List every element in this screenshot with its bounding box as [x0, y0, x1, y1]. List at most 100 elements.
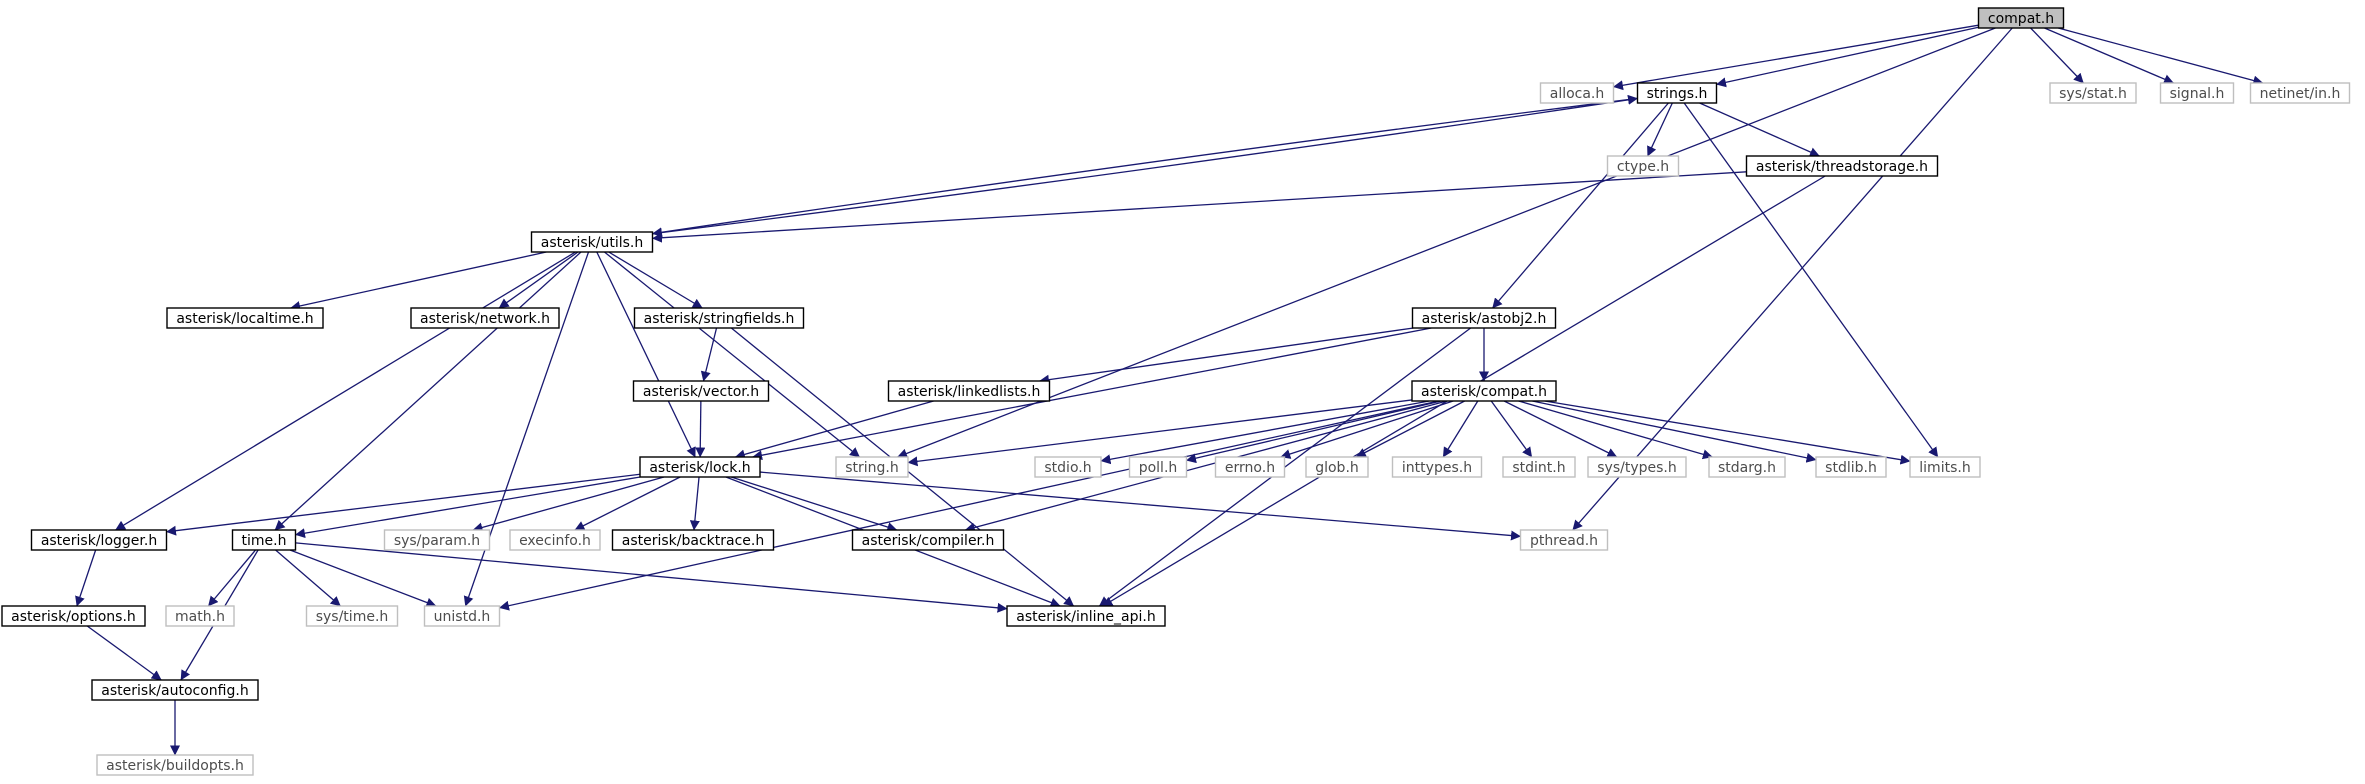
node-box [632, 380, 770, 402]
node-box [96, 754, 254, 776]
edge-utils-to-string [604, 251, 860, 458]
node-label: signal.h [2170, 86, 2225, 102]
edge-strings-to-threadstorage [1699, 102, 1820, 157]
node-lock[interactable]: asterisk/lock.h [639, 456, 761, 478]
node-label: sys/time.h [316, 609, 389, 625]
node-label: time.h [242, 533, 287, 549]
node-label: sys/types.h [1597, 460, 1676, 476]
node-compat-ast[interactable]: asterisk/compat.h [1411, 380, 1557, 402]
edge [1355, 400, 1465, 458]
node-label: sys/stat.h [2059, 86, 2127, 102]
node-label: limits.h [1919, 460, 1970, 476]
edge-compat_ast-to-inttypes [1442, 400, 1479, 458]
node-label: asterisk/compat.h [1421, 384, 1547, 400]
node-label: alloca.h [1550, 86, 1605, 102]
edge [652, 171, 1747, 243]
node-astobj2[interactable]: asterisk/astobj2.h [1411, 307, 1557, 329]
edge-lock-to-execinfo [574, 476, 681, 531]
node-label: asterisk/inline_api.h [1016, 609, 1155, 625]
node-inline-api[interactable]: asterisk/inline_api.h [1006, 605, 1166, 627]
node-box [1587, 456, 1687, 478]
node-utils[interactable]: asterisk/utils.h [530, 231, 654, 253]
node-label: string.h [845, 460, 899, 476]
edge [207, 549, 257, 607]
edge-astobj2-to-lock [752, 327, 1432, 461]
node-label: asterisk/logger.h [41, 533, 157, 549]
edge [759, 471, 1521, 541]
node-systypes: sys/types.h [1587, 456, 1687, 478]
node-box [1411, 307, 1557, 329]
edge-vector-to-lock [695, 400, 706, 458]
node-box [1, 605, 146, 627]
node-label: asterisk/buildopts.h [106, 758, 244, 774]
edge [1532, 400, 1817, 463]
edge [652, 94, 1638, 235]
node-compiler[interactable]: asterisk/compiler.h [851, 529, 1005, 551]
edge-lock-to-time [295, 476, 641, 539]
node-box [1815, 456, 1887, 478]
node-label: stdio.h [1044, 460, 1091, 476]
node-label: asterisk/astobj2.h [1422, 311, 1547, 327]
edge-compat_ast-to-systypes [1503, 400, 1618, 458]
node-box [1909, 456, 1981, 478]
node-logger[interactable]: asterisk/logger.h [30, 529, 168, 551]
edge-stringfields-to-vector [700, 327, 718, 382]
node-vector[interactable]: asterisk/vector.h [632, 380, 770, 402]
node-threadstorage[interactable]: asterisk/threadstorage.h [1745, 155, 1939, 177]
node-sysstat: sys/stat.h [2049, 82, 2137, 104]
edge [1100, 400, 1430, 465]
node-box [509, 529, 601, 551]
node-time[interactable]: time.h [231, 529, 297, 551]
node-box [166, 307, 324, 329]
edge-linkedlists-to-lock [734, 400, 934, 460]
node-box [1128, 456, 1188, 478]
edge-compat_root-to-string [897, 27, 1996, 459]
edge [2030, 27, 2084, 84]
node-stringfields[interactable]: asterisk/stringfields.h [633, 307, 805, 329]
edge-compat_root-to-alloca [1613, 24, 1979, 91]
edge-compat_ast-to-stdio [1100, 400, 1430, 465]
node-box [165, 605, 235, 627]
node-strings[interactable]: strings.h [1636, 82, 1718, 104]
node-network[interactable]: asterisk/network.h [410, 307, 560, 329]
edge-logger-to-options [75, 549, 97, 607]
edge [1492, 102, 1669, 309]
node-box [2049, 82, 2137, 104]
node-label: asterisk/vector.h [643, 384, 759, 400]
edge [752, 327, 1432, 461]
edge [166, 473, 641, 536]
node-compat-root[interactable]: compat.h [1977, 7, 2065, 29]
edge [652, 97, 1638, 238]
node-box [639, 456, 761, 478]
node-label: asterisk/lock.h [649, 460, 750, 476]
edge [734, 400, 934, 460]
edge-utils-to-time [274, 251, 582, 531]
edge-options-to-autoconfig [86, 625, 162, 681]
node-label: ctype.h [1617, 159, 1669, 175]
edge [1544, 400, 1911, 465]
edge [295, 476, 641, 539]
node-inttypes: inttypes.h [1391, 456, 1483, 478]
edge-strings-to-astobj2 [1492, 102, 1669, 309]
node-label: errno.h [1225, 460, 1275, 476]
node-box [2249, 82, 2351, 104]
edge-utils-to-localtime [290, 251, 547, 311]
edge-strings-to-limits [1683, 102, 1939, 458]
node-label: glob.h [1315, 460, 1359, 476]
node-autoconfig[interactable]: asterisk/autoconfig.h [91, 679, 259, 701]
node-options[interactable]: asterisk/options.h [1, 605, 146, 627]
edge-strings-to-utils [652, 97, 1638, 238]
node-localtime[interactable]: asterisk/localtime.h [166, 307, 324, 329]
node-linkedlists[interactable]: asterisk/linkedlists.h [887, 380, 1051, 402]
node-box [1977, 7, 2065, 29]
node-label: compat.h [1988, 11, 2054, 27]
edge [1716, 26, 1979, 88]
edge-astobj2-to-linkedlists [1039, 327, 1414, 385]
node-label: asterisk/backtrace.h [622, 533, 764, 549]
edge-compat_ast-to-errno [1280, 400, 1454, 459]
node-box [1411, 380, 1557, 402]
edge [295, 542, 1008, 613]
node-backtrace[interactable]: asterisk/backtrace.h [611, 529, 775, 551]
edge [289, 549, 437, 608]
edge-compat_root-to-pthread [1572, 27, 2013, 531]
